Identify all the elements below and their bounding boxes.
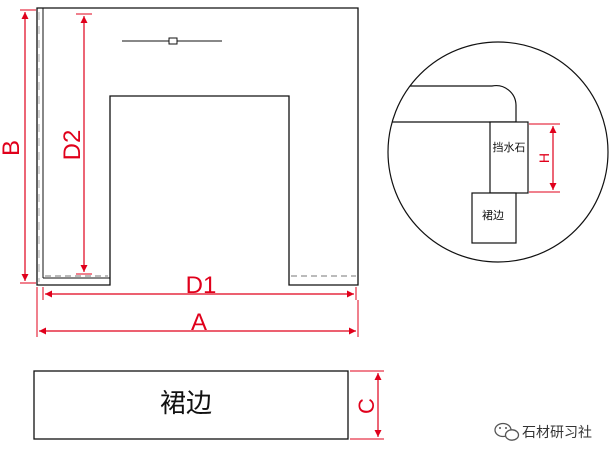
- dimension-b: B: [0, 9, 36, 284]
- dimension-c: C: [350, 370, 384, 440]
- dimension-label-d1: D1: [186, 272, 217, 299]
- plan-view: [36, 7, 359, 286]
- dimension-label-d2: D2: [59, 130, 86, 161]
- watermark: 石材研习社: [494, 422, 592, 441]
- skirt-section-stone: [471, 192, 517, 244]
- faucet-icon: [122, 37, 222, 45]
- water-stop-stone: [489, 121, 529, 194]
- dimension-d2: D2: [59, 13, 92, 275]
- dimension-label-h: H: [536, 153, 552, 163]
- skirt-label: 裙边: [160, 389, 212, 419]
- skirt-elevation: 裙边: [33, 370, 349, 440]
- dimension-d1: D1: [42, 272, 357, 300]
- detail-section: 挡水石 裙边 H: [387, 41, 609, 263]
- skirt-section-label: 裙边: [482, 209, 504, 222]
- countertop-section: [388, 85, 517, 123]
- dimension-label-b: B: [0, 140, 25, 156]
- dimension-h: H: [529, 123, 560, 193]
- wechat-icon: [494, 422, 520, 441]
- watermark-brand: 石材研习社: [522, 425, 592, 441]
- water-stop-label: 挡水石: [493, 140, 526, 154]
- dimension-label-c: C: [354, 398, 379, 414]
- dimension-a: A: [36, 287, 359, 337]
- skirt-strip: [33, 370, 349, 440]
- dimension-label-a: A: [191, 309, 207, 336]
- slab-outline: [36, 7, 359, 286]
